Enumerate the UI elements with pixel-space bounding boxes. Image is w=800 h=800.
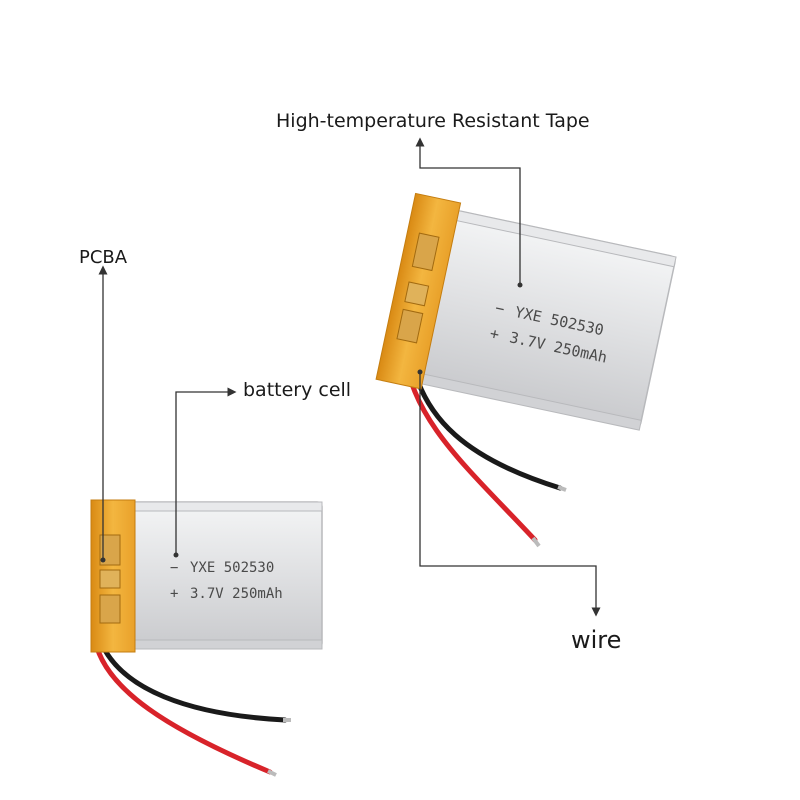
- leader-wire: [419, 372, 601, 617]
- callout-wire-label: wire: [571, 626, 622, 654]
- red-wire-left: [92, 637, 273, 775]
- tape-left: [90, 499, 136, 653]
- leader-lines: [98, 137, 601, 617]
- battery-right: − YXE 502530 + 3.7V 250mAh: [375, 192, 677, 548]
- black-wire-left: [97, 637, 288, 723]
- cell-print-line1-symbol-left: −: [170, 560, 178, 576]
- cell-print-line1-left: YXE 502530: [190, 560, 274, 576]
- cell-print-line1-symbol-right: −: [494, 299, 507, 318]
- leader-tape: [415, 137, 521, 285]
- callout-battery-cell-label: battery cell: [243, 379, 352, 401]
- leader-dots: [100, 282, 523, 563]
- cell-print-line2-symbol-right: +: [488, 324, 501, 343]
- leader-battery-cell: [175, 387, 237, 555]
- battery-left: − YXE 502530 + 3.7V 250mAh: [90, 499, 323, 777]
- cell-print-line2-symbol-left: +: [170, 586, 178, 602]
- cell-print-line2-left: 3.7V 250mAh: [190, 586, 283, 602]
- callout-pcba-label: PCBA: [79, 247, 128, 268]
- callout-tape-label: High-temperature Resistant Tape: [276, 110, 590, 132]
